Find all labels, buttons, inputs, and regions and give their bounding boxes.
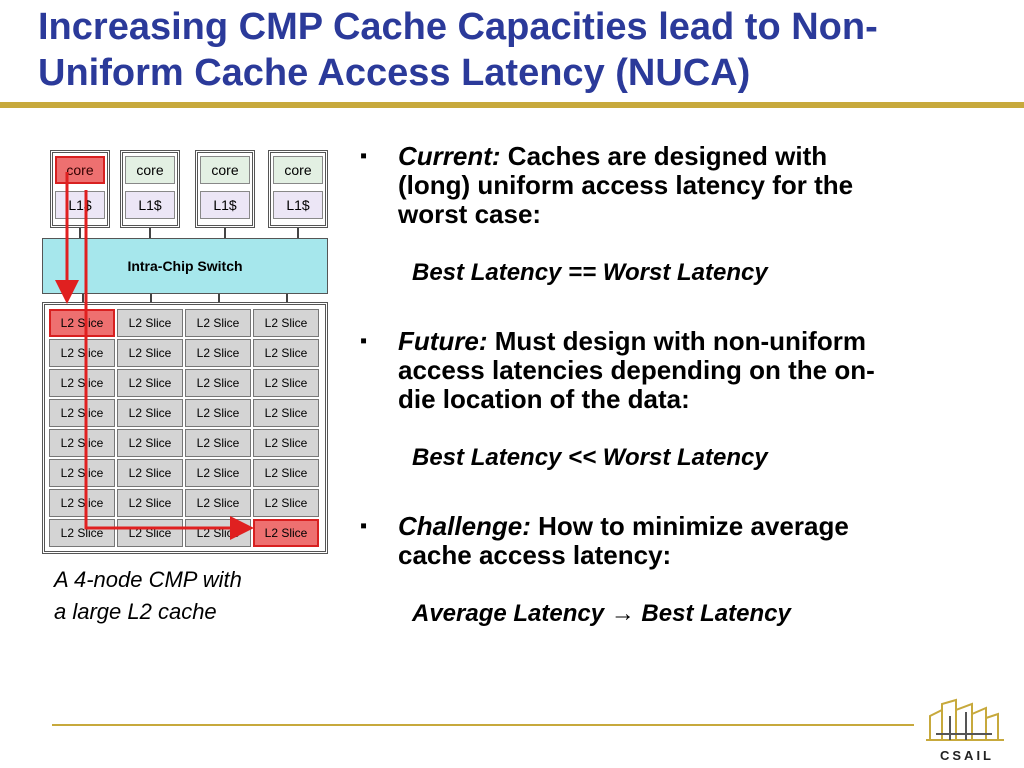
bullet-lead: Current: [398,141,501,171]
l2-slice-r2-c2: L2 Slice [117,339,183,367]
l2-slice-r7-c3: L2 Slice [185,489,251,517]
l2-slice-r5-c1: L2 Slice [49,429,115,457]
slide-title: Increasing CMP Cache Capacities lead to … [38,4,998,96]
l2-slice-r1-c4: L2 Slice [253,309,319,337]
l2-slice-r8-c1: L2 Slice [49,519,115,547]
core-node-4: core L1$ [268,150,328,228]
bullet-text: cache access latency: [398,540,672,570]
l2-slice-r4-c3: L2 Slice [185,399,251,427]
l2-slice-r1-c2: L2 Slice [117,309,183,337]
core-box: core [125,156,175,184]
l2-slice-r3-c4: L2 Slice [253,369,319,397]
l2-slice-r3-c1: L2 Slice [49,369,115,397]
core-box: core [55,156,105,184]
switch-connector [82,294,84,302]
l1-cache-box: L1$ [55,191,105,219]
l1-cache-box: L1$ [273,191,323,219]
core-node-2: core L1$ [120,150,180,228]
l2-slice-r3-c2: L2 Slice [117,369,183,397]
bullet-challenge: ▪ Challenge: How to minimize average cac… [360,512,970,570]
bullet-text: die location of the data: [398,384,690,414]
l2-slice-r5-c4: L2 Slice [253,429,319,457]
sub-point-current: Best Latency == Worst Latency [412,259,768,286]
bullet-text: access latencies depending on the on- [398,355,875,385]
core-connector [149,228,151,238]
access-route-arrows [55,172,254,540]
bullet-list: ▪ Current: Caches are designed with (lon… [360,142,970,628]
l2-slice-r8-c4: L2 Slice [253,519,319,547]
sub-point-challenge: Average Latency → Best Latency [412,600,791,627]
title-divider [0,102,1024,108]
l1-cache-box: L1$ [125,191,175,219]
core-node-3: core L1$ [195,150,255,228]
switch-connector [286,294,288,302]
diagram-caption: A 4-node CMP with a large L2 cache [54,564,334,628]
switch-connector [218,294,220,302]
l2-slice-r6-c3: L2 Slice [185,459,251,487]
l2-slice-r6-c1: L2 Slice [49,459,115,487]
square-bullet-icon: ▪ [360,330,368,352]
core-box: core [200,156,250,184]
footer-divider [52,724,914,726]
l2-slice-r7-c1: L2 Slice [49,489,115,517]
bullet-text: How to minimize average [530,511,849,541]
bullet-lead: Challenge: [398,511,531,541]
l2-slice-r3-c3: L2 Slice [185,369,251,397]
bullet-lead: Future: [398,326,488,356]
l2-slice-r2-c3: L2 Slice [185,339,251,367]
bullet-future: ▪ Future: Must design with non-uniform a… [360,327,970,414]
l1-cache-box: L1$ [200,191,250,219]
l2-slice-r2-c4: L2 Slice [253,339,319,367]
cmp-diagram: core L1$ core L1$ core L1$ core L1$ Intr… [40,150,332,560]
l2-slice-r7-c2: L2 Slice [117,489,183,517]
l2-slice-r1-c1: L2 Slice [49,309,115,337]
l2-slice-r4-c1: L2 Slice [49,399,115,427]
square-bullet-icon: ▪ [360,515,368,537]
bullet-current: ▪ Current: Caches are designed with (lon… [360,142,970,229]
sub-point-future: Best Latency << Worst Latency [412,444,768,471]
l2-slice-r7-c4: L2 Slice [253,489,319,517]
core-connector [297,228,299,238]
core-connector [79,228,81,238]
square-bullet-icon: ▪ [360,145,368,167]
logo-text: CSAIL [940,748,994,763]
route-arrow-to-far-slice [84,190,254,540]
bullet-text: Must design with non-uniform [487,326,866,356]
switch-connector [150,294,152,302]
l2-slice-r2-c1: L2 Slice [49,339,115,367]
caption-line-1: A 4-node CMP with [54,567,242,592]
csail-building-logo-icon: CSAIL [926,698,1004,763]
core-node-1: core L1$ [50,150,110,228]
intra-chip-switch: Intra-Chip Switch [42,238,328,294]
slide-title-line-1: Increasing CMP Cache Capacities lead to … [38,6,878,48]
core-box: core [273,156,323,184]
l2-slice-r1-c3: L2 Slice [185,309,251,337]
l2-slice-r6-c2: L2 Slice [117,459,183,487]
bullet-text: worst case: [398,199,542,229]
l2-slice-r4-c2: L2 Slice [117,399,183,427]
l2-slice-r5-c2: L2 Slice [117,429,183,457]
caption-line-2: a large L2 cache [54,599,217,624]
bullet-text: (long) uniform access latency for the [398,170,854,200]
l2-slice-r6-c4: L2 Slice [253,459,319,487]
slide-title-line-2: Uniform Cache Access Latency (NUCA) [38,52,751,94]
l2-slice-r4-c4: L2 Slice [253,399,319,427]
l2-slice-r5-c3: L2 Slice [185,429,251,457]
bullet-text: Caches are designed with [500,141,828,171]
core-connector [224,228,226,238]
